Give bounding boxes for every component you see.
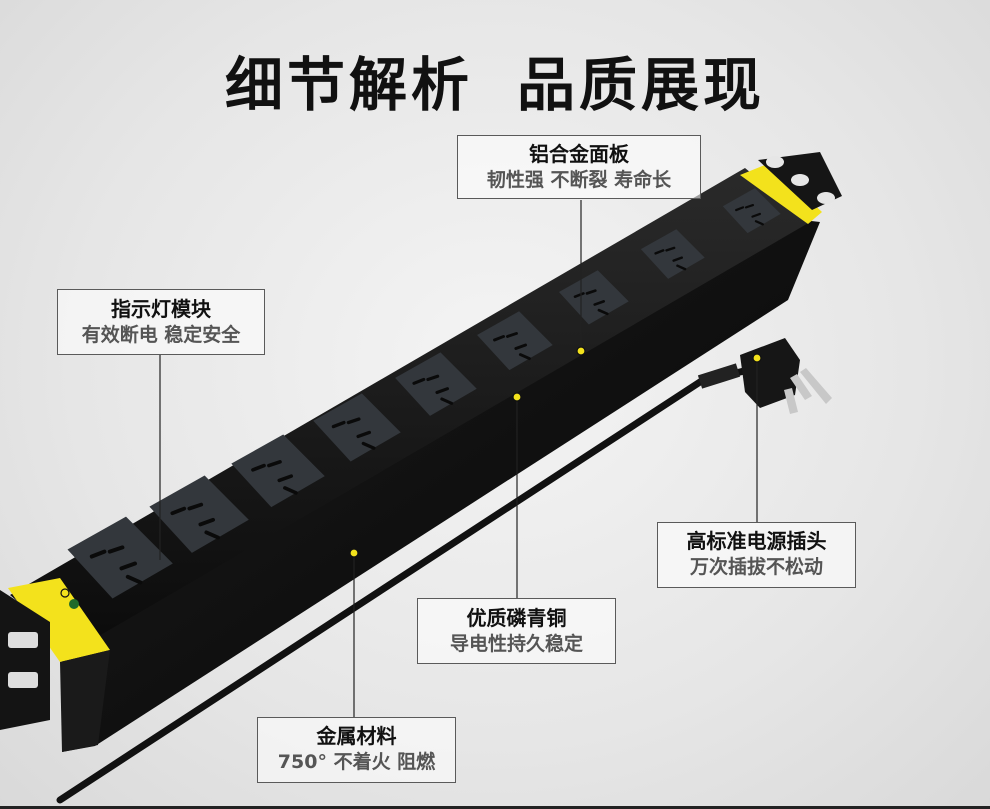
outlet-slot <box>593 299 605 306</box>
outlet-slot <box>744 203 755 209</box>
callout-indicator-subtitle: 有效断电 稳定安全 <box>81 324 241 346</box>
outlet-slot <box>119 561 137 571</box>
outlet-slot <box>573 292 585 299</box>
callout-plug-subtitle: 万次插拔不松动 <box>689 556 823 578</box>
outlet-slot <box>204 530 221 540</box>
outlet-slot <box>412 377 426 385</box>
outlet-slot <box>514 343 527 350</box>
yellow-cap-left <box>8 578 110 662</box>
callout-panel-subtitle: 韧性强 不断裂 寿命长 <box>486 169 672 191</box>
outlet-slot <box>754 220 764 226</box>
callout-copper-title: 优质磷青铜 <box>466 606 567 630</box>
outlet-module <box>313 393 401 462</box>
outlet-slot <box>518 353 531 361</box>
outlet-slot <box>346 417 361 425</box>
dot-plug <box>752 353 762 363</box>
callout-panel-title: 铝合金面板 <box>529 142 629 166</box>
outlet-module <box>477 311 553 371</box>
outlet-slot <box>356 430 371 439</box>
cord-strain-relief <box>697 363 741 389</box>
callout-panel: 铝合金面板 韧性强 不断裂 寿命长 <box>457 135 701 199</box>
dot-material <box>349 548 359 558</box>
mounting-bracket-right <box>758 152 842 210</box>
callout-material-subtitle: 750° 不着火 阻燃 <box>277 751 436 773</box>
mounting-bracket-left <box>0 590 50 730</box>
callout-indicator-title: 指示灯模块 <box>111 297 211 321</box>
outlet-slot <box>107 545 125 554</box>
dot-panel <box>576 346 586 356</box>
outlet-slot <box>89 549 107 559</box>
title-part-1: 细节解析 <box>224 51 473 119</box>
outlet-slot <box>331 420 346 429</box>
outlet-slot <box>506 332 518 338</box>
callout-copper-subtitle: 导电性持久稳定 <box>449 633 583 655</box>
outlet-module <box>231 434 325 508</box>
power-plug <box>740 338 832 414</box>
callout-plug-title: 高标准电源插头 <box>686 529 827 553</box>
outlet-module <box>67 516 173 599</box>
yellow-cap-right <box>740 163 822 224</box>
outlet-slot <box>251 463 266 472</box>
outlet-slot <box>440 397 454 405</box>
outlet-slot <box>493 335 506 342</box>
title-part-2: 品质展现 <box>517 51 766 119</box>
callout-material-title: 金属材料 <box>316 724 397 748</box>
outlet-slot <box>751 212 762 218</box>
outlet-slot <box>585 289 597 295</box>
bottom-divider <box>0 806 990 809</box>
outlet-slot <box>277 474 294 483</box>
outlet-module <box>395 352 477 416</box>
outlet-slot <box>267 460 282 468</box>
outlet-slot <box>654 249 665 255</box>
indicator-light <box>69 599 79 609</box>
outlet-module <box>149 475 249 553</box>
outlet-module <box>558 270 629 325</box>
callout-copper: 优质磷青铜 导电性持久稳定 <box>417 598 616 664</box>
outlet-slot <box>676 264 687 271</box>
outlet-slot <box>170 506 187 516</box>
outlet-slot <box>672 256 683 262</box>
outlet-slot <box>665 246 676 252</box>
strip-side <box>62 215 820 752</box>
outlet-slot <box>198 517 216 527</box>
outlet-slot <box>283 486 298 495</box>
outlet-module <box>640 229 705 279</box>
outlet-slot <box>187 502 204 511</box>
callout-plug: 高标准电源插头 万次插拔不松动 <box>657 522 856 588</box>
dot-indicator <box>60 588 70 598</box>
outlet-slot <box>735 206 745 212</box>
outlet-slot <box>597 308 609 316</box>
dot-copper <box>512 392 522 402</box>
callout-material: 金属材料 750° 不着火 阻燃 <box>257 717 456 783</box>
outlet-module <box>722 188 781 234</box>
outlet-slot <box>361 441 376 450</box>
outlets-group <box>67 188 781 599</box>
callout-indicator: 指示灯模块 有效断电 稳定安全 <box>57 289 265 355</box>
outlet-slot <box>125 574 143 585</box>
outlet-slot <box>426 374 440 382</box>
outlet-slot <box>435 387 450 395</box>
page-title: 细节解析品质展现 <box>0 38 990 122</box>
yellow-cap-left-side <box>60 650 110 752</box>
